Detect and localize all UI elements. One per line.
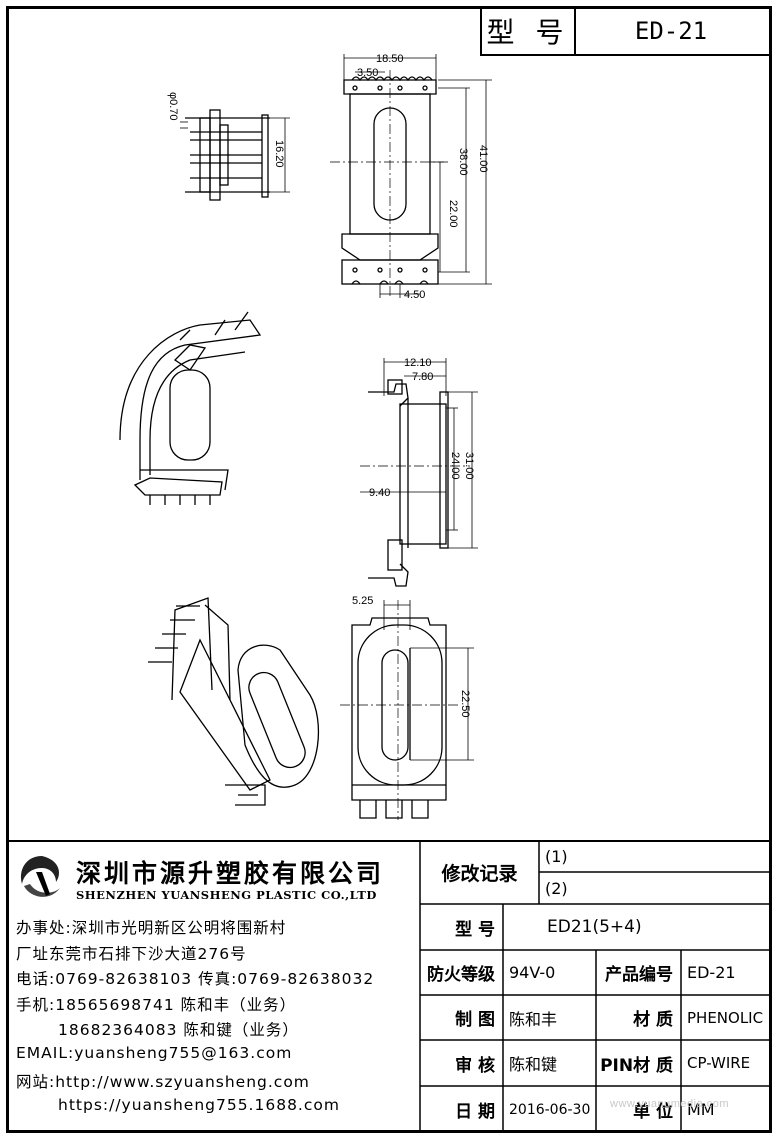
dim-top-width: 18.50 xyxy=(376,53,404,65)
watermark: www.yuanumedia.com xyxy=(610,1098,730,1110)
bottom-front-view xyxy=(340,600,474,820)
drawing-frame xyxy=(6,6,772,1133)
material-value: PHENOLIC xyxy=(687,1008,764,1027)
title-block: 深圳市源升塑胶有限公司 SHENZHEN YUANSHENG PLASTIC C… xyxy=(6,840,772,1133)
model-label: 型 号 xyxy=(455,919,495,940)
dim-mid-flange: 7.80 xyxy=(412,371,433,383)
technical-drawing: φ0.70 16.20 18.50 3.50 41.00 38.00 22.00… xyxy=(119,53,492,820)
dim-top-length-inner: 38.00 xyxy=(457,148,469,176)
dim-top-side-height: 16.20 xyxy=(273,140,285,168)
dim-mid-outer: 31.00 xyxy=(463,452,475,480)
header-model-value: ED-21 xyxy=(572,8,770,56)
dim-top-length-total: 41.00 xyxy=(477,145,489,173)
product-no-label: 产品编号 xyxy=(605,965,673,985)
revision-1: (1) xyxy=(545,846,568,866)
material-label: 材 质 xyxy=(633,1010,673,1030)
fire-rating-value: 94V-0 xyxy=(509,963,556,982)
company-factory: 厂址东莞市石排下沙大道276号 xyxy=(16,945,247,963)
middle-iso-view xyxy=(119,311,262,505)
company-office: 办事处:深圳市光明新区公明将围新村 xyxy=(16,919,287,937)
company-website-2[interactable]: https://yuansheng755.1688.com xyxy=(58,1096,340,1114)
company-website[interactable]: 网站:http://www.szyuansheng.com xyxy=(16,1073,310,1091)
pin-material-label: PIN材 质 xyxy=(600,1055,673,1076)
middle-side-view xyxy=(360,358,478,587)
company-logo-icon xyxy=(20,856,60,897)
dim-mid-left: 9.40 xyxy=(369,487,390,499)
dim-top-pitch: 3.50 xyxy=(357,67,378,79)
drawn-by-value: 陈和丰 xyxy=(509,1009,558,1029)
product-no-value: ED-21 xyxy=(687,963,736,982)
company-mobile-2: 18682364083 陈和键（业务） xyxy=(58,1021,299,1039)
dim-pin-diameter: φ0.70 xyxy=(167,92,179,121)
header-model-label: 型 号 xyxy=(480,8,576,56)
pin-material-value: CP-WIRE xyxy=(687,1054,751,1072)
company-phone: 电话:0769-82638103 传真:0769-82638032 xyxy=(16,970,375,988)
title-block-top-border xyxy=(6,840,772,842)
company-name-en: SHENZHEN YUANSHENG PLASTIC CO.,LTD xyxy=(76,888,377,902)
date-value: 2016-06-30 xyxy=(509,1101,591,1118)
revision-2: (2) xyxy=(545,878,568,898)
title-block-grid xyxy=(419,840,772,1133)
dim-mid-inner: 24.00 xyxy=(449,452,461,480)
unit-value: MM xyxy=(687,1100,715,1119)
dim-bottom-window: 22.50 xyxy=(459,690,471,718)
top-front-view xyxy=(330,54,492,298)
top-side-view xyxy=(180,109,290,201)
company-name-cn: 深圳市源升塑胶有限公司 xyxy=(76,859,385,888)
company-mobile-1: 手机:18565698741 陈和丰（业务） xyxy=(16,996,297,1014)
date-label: 日 期 xyxy=(455,1102,495,1122)
bottom-iso-view xyxy=(148,597,320,806)
revision-label: 修改记录 xyxy=(441,862,518,885)
fire-rating-label: 防火等级 xyxy=(427,965,495,985)
dim-top-window: 22.00 xyxy=(447,200,459,228)
company-email[interactable]: EMAIL:yuansheng755@163.com xyxy=(16,1044,293,1062)
drawn-by-label: 制 图 xyxy=(455,1010,495,1030)
dim-bottom-offset: 5.25 xyxy=(352,595,373,607)
dim-mid-depth: 12.10 xyxy=(404,357,432,369)
dim-top-bottom-pitch: 4.50 xyxy=(404,289,425,301)
checked-by-label: 审 核 xyxy=(455,1055,495,1076)
checked-by-value: 陈和键 xyxy=(509,1055,558,1074)
unit-label: 单 位 xyxy=(633,1102,673,1122)
model-value: ED21(5+4) xyxy=(547,917,642,937)
